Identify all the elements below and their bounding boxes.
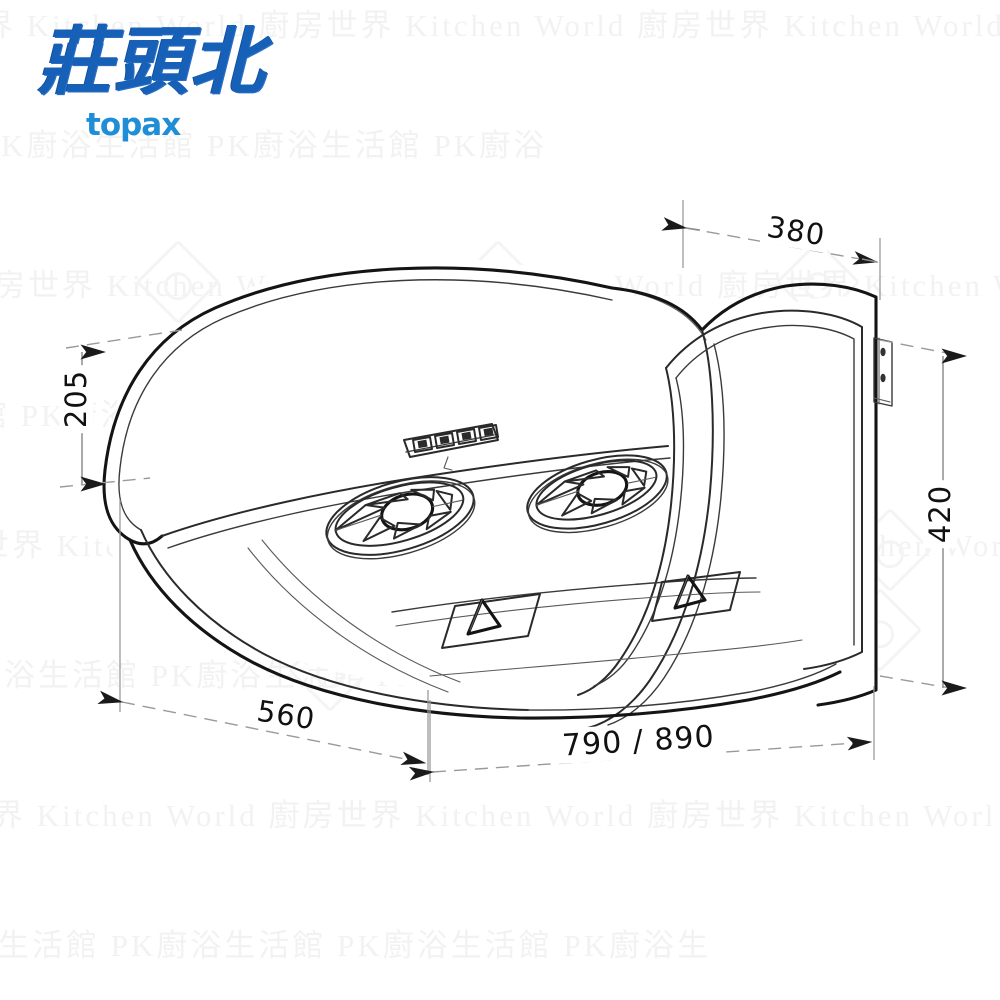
blower-fan-right [526, 454, 669, 534]
control-button[interactable] [478, 424, 499, 441]
handle-left[interactable] [441, 593, 541, 649]
handle-right[interactable] [651, 571, 741, 622]
dimension-label-205: 205 [59, 364, 94, 434]
brand-logo-cjk: 莊頭北 [38, 22, 266, 104]
control-button[interactable] [434, 432, 455, 449]
control-panel[interactable] [403, 423, 499, 471]
dimension-380 [661, 200, 881, 300]
control-button[interactable] [456, 428, 477, 445]
blower-fan-left [325, 476, 476, 560]
brand-logo: 莊頭北 topax [34, 26, 294, 156]
hood-under-surface [128, 445, 842, 720]
brand-logo-latin: topax [86, 107, 181, 143]
control-button[interactable] [412, 436, 433, 453]
hood-body-fill [100, 257, 878, 710]
dimension-label-420: 420 [923, 479, 958, 549]
